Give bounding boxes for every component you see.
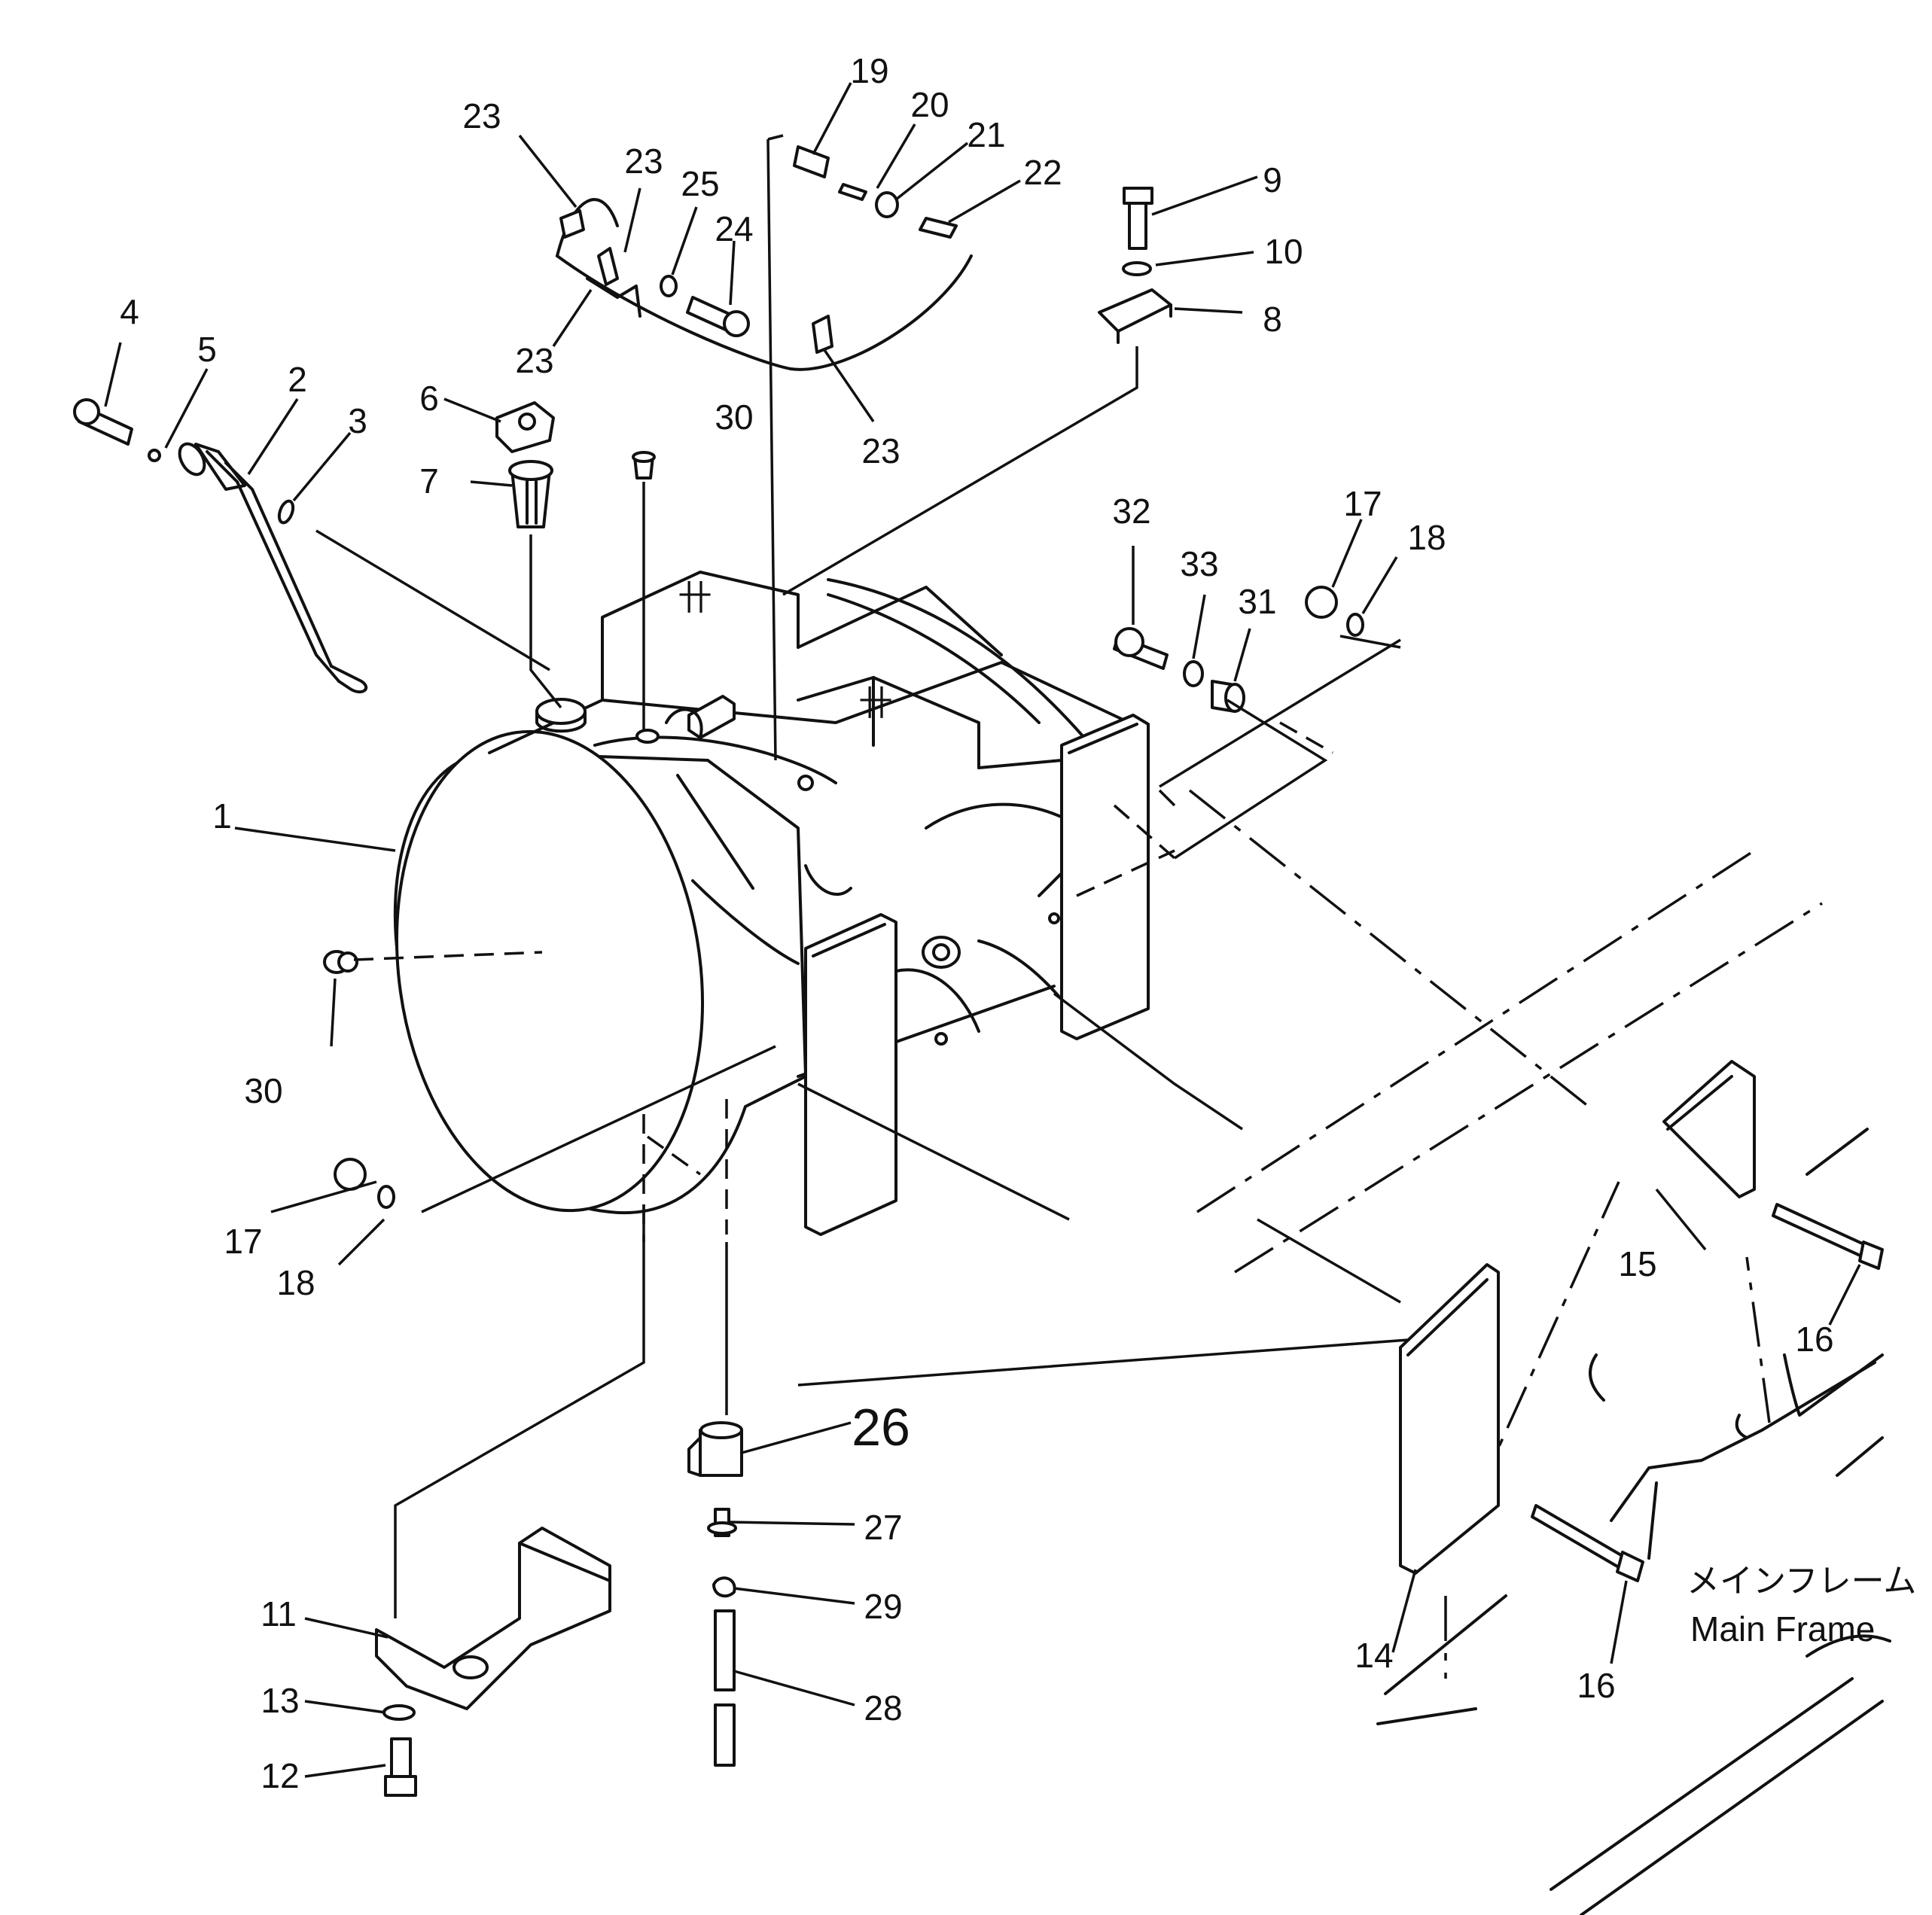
bracket-15 — [1662, 1060, 1756, 1198]
label-23d: 23 — [861, 431, 900, 470]
explode-lines — [315, 134, 1409, 1618]
label-21: 21 — [967, 115, 1005, 154]
label-7: 7 — [419, 461, 439, 501]
label-20: 20 — [910, 85, 949, 124]
drain-valve-assembly — [687, 1421, 743, 1767]
label-24: 24 — [715, 209, 753, 248]
label-14: 14 — [1355, 1636, 1393, 1675]
label-6: 6 — [419, 379, 439, 418]
label-26: 26 — [852, 1398, 910, 1457]
label-23a: 23 — [462, 96, 501, 135]
fuel-level-gauge — [73, 398, 368, 694]
frame-hole — [1589, 1353, 1605, 1402]
mount-hardware-lower — [334, 1158, 395, 1209]
label-33: 33 — [1180, 544, 1218, 583]
label-9: 9 — [1263, 160, 1282, 199]
label-18b: 18 — [276, 1263, 315, 1302]
bolt-16-lower — [1531, 1504, 1628, 1571]
label-5: 5 — [197, 330, 217, 369]
label-29: 29 — [864, 1587, 902, 1626]
label-3: 3 — [348, 401, 367, 440]
label-30a: 30 — [715, 397, 753, 437]
label-16a: 16 — [1795, 1320, 1833, 1359]
svg-text:卄: 卄 — [858, 683, 893, 723]
clamp-bracket — [1098, 187, 1172, 344]
main-frame — [1376, 1128, 1891, 1915]
label-18a: 18 — [1407, 518, 1446, 557]
label-4: 4 — [120, 292, 139, 331]
bolt-16-upper — [1772, 1203, 1869, 1259]
label-31: 31 — [1238, 582, 1276, 621]
label-27: 27 — [864, 1508, 902, 1547]
label-17a: 17 — [1343, 484, 1382, 523]
filler-cap-and-strainer — [495, 401, 555, 528]
hose-assembly — [556, 145, 973, 371]
tank-body: 卄 卄 — [393, 571, 1150, 1236]
label-30b: 30 — [244, 1071, 282, 1110]
plug-30-upper — [632, 451, 656, 480]
label-8: 8 — [1263, 300, 1282, 339]
label-19: 19 — [850, 51, 888, 90]
label-17b: 17 — [224, 1222, 262, 1261]
mount-plate-rear — [1060, 714, 1150, 1040]
mount-plate-front — [804, 913, 897, 1236]
label-1: 1 — [212, 796, 232, 836]
label-15: 15 — [1618, 1244, 1656, 1283]
label-22: 22 — [1023, 153, 1062, 192]
frame-brackets — [1399, 1060, 1884, 1582]
label-11: 11 — [261, 1594, 297, 1633]
label-23c: 23 — [515, 341, 553, 380]
label-2: 2 — [288, 360, 307, 399]
bracket-14 — [1399, 1263, 1500, 1575]
mount-hardware-upper — [1113, 586, 1364, 713]
part-number-labels: 1 2 3 4 5 6 7 8 9 10 11 12 13 14 15 16 1… — [120, 51, 1833, 1795]
callout-leaders — [104, 82, 1861, 1778]
label-32: 32 — [1112, 492, 1150, 531]
caption-japanese: メインフレーム — [1687, 1562, 1916, 1600]
label-13: 13 — [261, 1681, 299, 1720]
plug-30-lower — [323, 950, 358, 974]
label-23b: 23 — [624, 142, 663, 181]
label-25: 25 — [681, 164, 719, 203]
o-ring — [277, 499, 295, 525]
svg-text:卄: 卄 — [678, 578, 712, 617]
main-frame-caption: メインフレーム Main Frame — [1687, 1562, 1916, 1649]
assembly-center-lines — [1188, 789, 1823, 1679]
label-10: 10 — [1264, 232, 1303, 271]
label-12: 12 — [261, 1756, 299, 1795]
label-28: 28 — [864, 1688, 902, 1728]
bottom-bracket — [375, 1527, 611, 1797]
caption-english: Main Frame — [1690, 1609, 1875, 1649]
label-16b: 16 — [1577, 1666, 1615, 1705]
